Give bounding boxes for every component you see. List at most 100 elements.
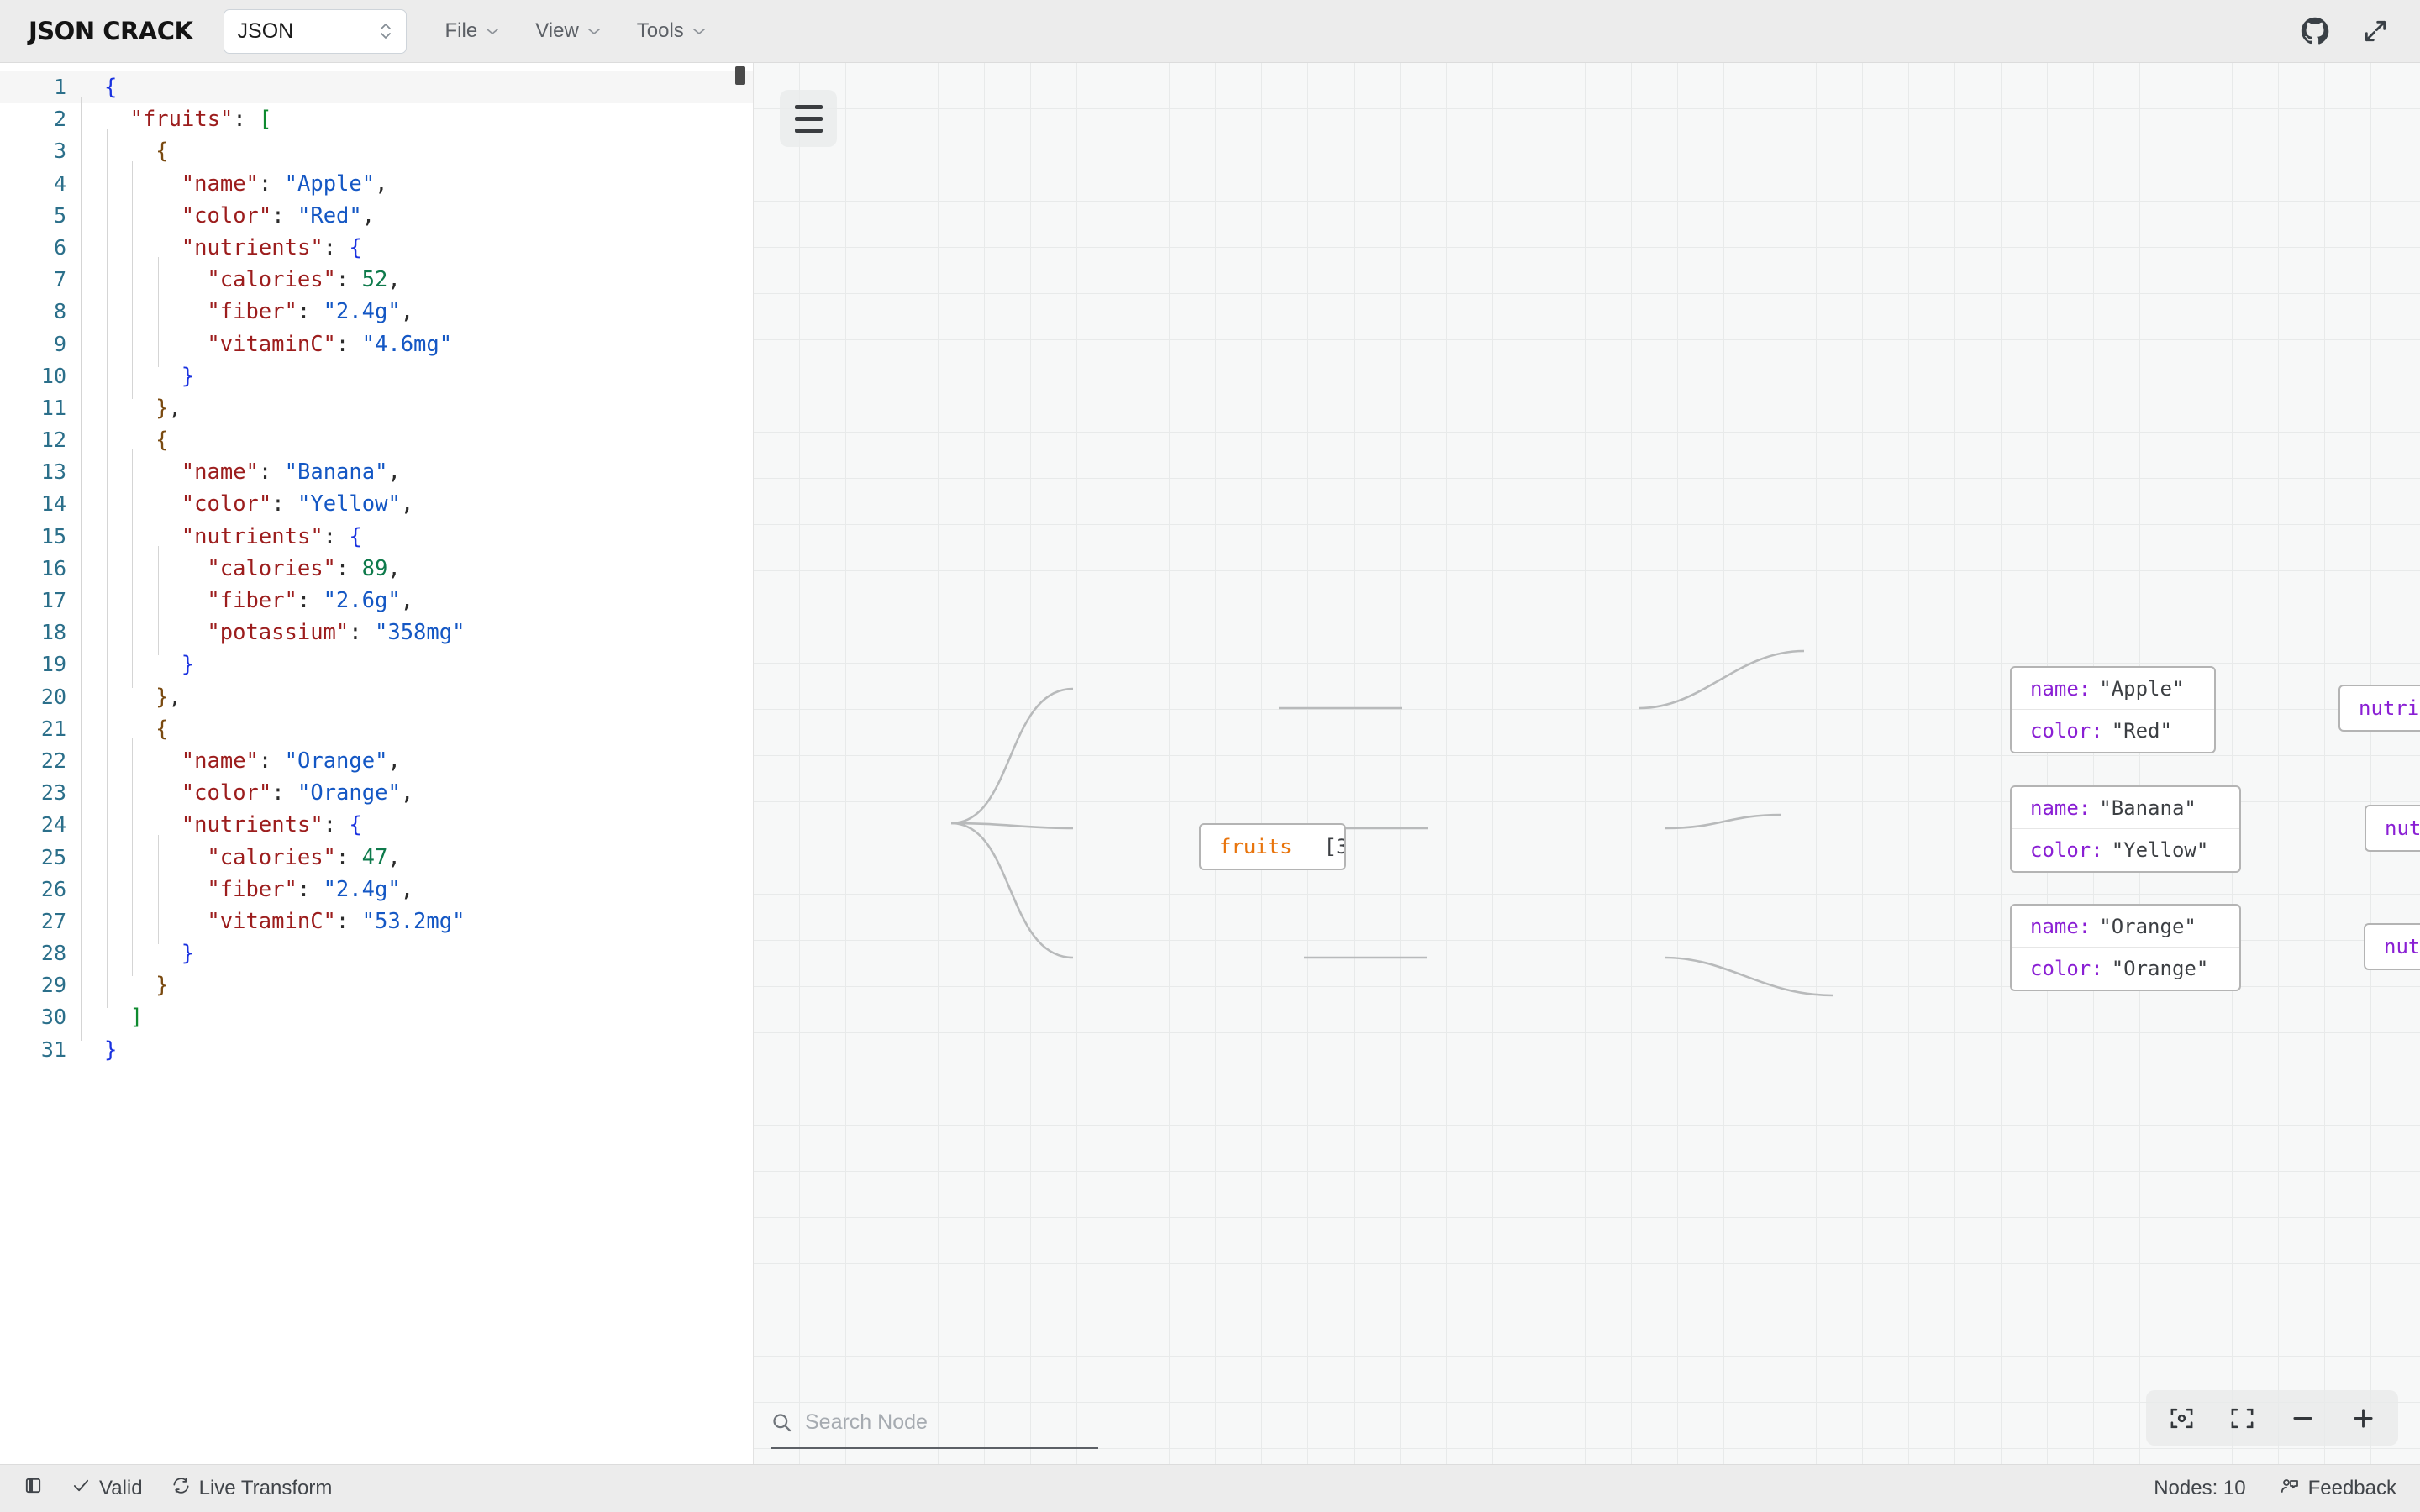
format-select-value: JSON [237,18,294,43]
editor-line[interactable]: 7"calories": 52, [0,257,753,303]
hamburger-icon-bar [794,116,823,121]
sidebar-toggle-button[interactable] [24,1476,43,1501]
zoom-in-icon[interactable] [2334,1394,2391,1441]
line-number: 18 [40,620,66,645]
graph-node[interactable]: nutrients{1} [2364,923,2420,970]
indent-guide [106,706,108,752]
graph-node-key: color: [2030,719,2103,743]
line-content: { [81,706,169,752]
editor-line[interactable]: 8"fiber": "2.4g", [0,289,753,335]
editor-line[interactable]: 24"nutrients": { [0,802,753,848]
search-node-input[interactable] [805,1410,1098,1435]
graph-node-row: name:"Banana" [2012,787,2239,829]
indent-guide [132,545,134,592]
editor-line[interactable]: 13"name": "Banana", [0,449,753,496]
code-token: : [271,202,297,228]
editor-line[interactable]: 11}, [0,385,753,432]
indent-guide [132,513,134,559]
editor-line[interactable]: 2"fruits": [ [0,97,753,143]
editor-line[interactable]: 3{ [0,129,753,175]
code-token: : [335,555,362,581]
editor-line[interactable]: 23"color": "Orange", [0,770,753,816]
live-transform-toggle[interactable]: Live Transform [171,1476,332,1501]
editor-line[interactable]: 29} [0,963,753,1009]
zoom-out-icon[interactable] [2274,1394,2331,1441]
feedback-icon [2280,1476,2300,1502]
chevron-updown-icon [379,20,392,42]
indent-guide [81,802,82,848]
editor-line[interactable]: 17"fiber": "2.6g", [0,578,753,624]
editor-line[interactable]: 5"color": "Red", [0,192,753,239]
indent-guide [81,995,82,1041]
editor-line[interactable]: 16"calories": 89, [0,545,753,592]
editor-line[interactable]: 12{ [0,417,753,464]
code-token: } [155,973,169,999]
code-token: } [181,941,195,967]
code-token: "53.2mg" [361,908,466,934]
graph-menu-button[interactable] [780,90,837,147]
line-number: 15 [40,523,66,549]
menu-file[interactable]: File [430,11,516,51]
editor-line[interactable]: 19} [0,642,753,688]
graph-node[interactable]: nutrients{1} [2365,805,2420,852]
editor-line[interactable]: 20}, [0,674,753,720]
editor-line[interactable]: 15"nutrients": { [0,513,753,559]
editor-line[interactable]: 31} [0,1034,753,1066]
feedback-button[interactable]: Feedback [2280,1476,2396,1502]
indent-guide [132,834,134,880]
graph-node[interactable]: fruits[3] [1199,823,1346,870]
editor-line[interactable]: 10} [0,353,753,399]
line-content: "calories": 47, [81,834,401,880]
indent-guide [81,866,82,912]
fit-to-screen-icon[interactable] [2213,1394,2270,1441]
line-content: "fruits": [ [81,97,272,143]
indent-guide [132,642,134,688]
graph-node-key: nutrients [2359,696,2420,720]
graph-canvas[interactable]: fruits[3] name:"Apple"color:"Red" name:"Ba… [754,63,2420,1464]
line-content: "calories": 52, [81,257,401,303]
indent-guide [81,898,82,945]
indent-guide [106,898,108,945]
menu-tools[interactable]: Tools [622,11,722,51]
editor-line[interactable]: 1{ [0,71,753,104]
graph-node[interactable]: name:"Orange"color:"Orange" [2010,904,2241,991]
graph-node[interactable]: nutrients{1} [2338,685,2420,732]
menu-view[interactable]: View [520,11,617,51]
github-icon[interactable] [2299,15,2331,47]
editor-scrollbar[interactable] [735,66,745,85]
code-token: "Orange" [284,748,388,774]
line-number: 13 [40,459,66,485]
editor-line[interactable]: 9"vitaminC": "4.6mg" [0,321,753,367]
editor-line[interactable]: 18 "potassium": "358mg" [0,610,753,656]
code-token: } [155,684,169,710]
code-token: "calories" [207,555,336,581]
editor-line[interactable]: 6"nutrients": { [0,224,753,271]
editor-line[interactable]: 30] [0,995,753,1041]
editor-line[interactable]: 27"vitaminC": "53.2mg" [0,898,753,945]
line-content: "nutrients": { [81,224,362,271]
graph-node[interactable]: name:"Banana"color:"Yellow" [2010,785,2241,873]
json-editor-code[interactable]: 1{2"fruits": [3{4"name": "Apple",5"color… [0,63,753,1066]
fullscreen-icon[interactable] [2360,15,2391,47]
search-node-box[interactable] [771,1397,1098,1449]
editor-line[interactable]: 22"name": "Orange", [0,738,753,785]
editor-line[interactable]: 28} [0,931,753,977]
editor-line[interactable]: 21{ [0,706,753,752]
indent-guide [106,610,108,656]
graph-node[interactable]: name:"Apple"color:"Red" [2010,666,2216,753]
line-content: "color": "Orange", [81,770,413,816]
center-view-icon[interactable] [2153,1394,2210,1441]
line-content: "potassium": "358mg" [81,610,465,656]
line-number: 3 [53,139,66,164]
editor-line[interactable]: 4"name": "Apple", [0,160,753,207]
json-editor-panel[interactable]: 1{2"fruits": [3{4"name": "Apple",5"color… [0,63,754,1464]
graph-node-body: name:"Apple"color:"Red" [2012,668,2214,752]
code-token: : [258,171,285,197]
line-number: 10 [40,363,66,388]
editor-line[interactable]: 14"color": "Yellow", [0,481,753,528]
code-token: : [323,523,350,549]
format-select[interactable]: JSON [223,8,407,54]
editor-line[interactable]: 25"calories": 47, [0,834,753,880]
editor-line[interactable]: 26"fiber": "2.4g", [0,866,753,912]
code-token: "color" [181,202,272,228]
